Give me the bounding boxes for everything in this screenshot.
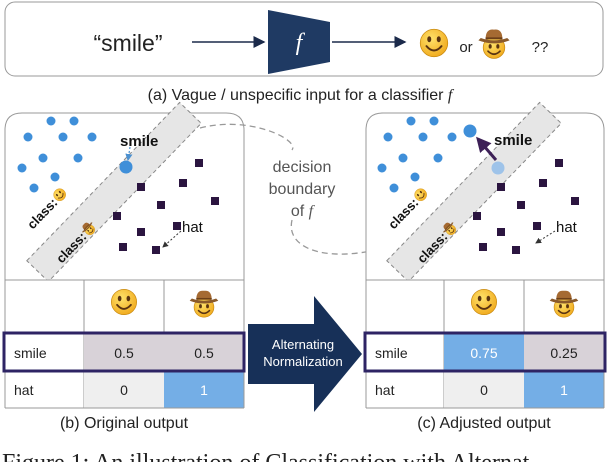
blue-points-b	[17, 116, 97, 193]
figure-caption: Figure 1: An illustration of Classificat…	[2, 450, 530, 462]
input-text: “smile”	[94, 30, 163, 56]
classifier-box	[268, 10, 330, 74]
highlight-row-b	[2, 331, 246, 373]
caption-c: (c) Adjusted output	[417, 415, 551, 432]
row-label: hat	[375, 382, 395, 398]
cell-value: 0.75	[470, 345, 497, 361]
cell-value: 1	[560, 382, 568, 398]
caption-b: (b) Original output	[60, 415, 189, 432]
cell-value: 0.5	[194, 345, 214, 361]
panel-c-frame	[365, 112, 605, 331]
smiling-face-icon	[110, 288, 138, 316]
decision-text-2: boundary	[269, 181, 336, 198]
smiling-face-icon	[419, 28, 449, 58]
cell-value: 1	[200, 382, 208, 398]
cell-value: 0	[120, 382, 128, 398]
arrow-label-1: Alternating	[272, 337, 334, 352]
row-label: smile	[375, 345, 408, 361]
or-text: or	[459, 39, 472, 56]
decision-text-3: of f	[291, 203, 316, 220]
dark-points-c	[473, 159, 579, 254]
smile-label-c: smile	[494, 132, 532, 149]
smile-point-c	[463, 124, 477, 138]
alternating-normalization-arrow	[248, 296, 362, 412]
row-label: hat	[14, 382, 34, 398]
panel-b-frame	[4, 112, 245, 331]
decision-band-b	[26, 101, 202, 283]
blue-points-c	[377, 116, 457, 193]
classifier-symbol: f	[296, 30, 306, 56]
hat-label-c: hat	[556, 219, 578, 236]
smile-label-b: smile	[120, 133, 158, 150]
cell-value: 0.5	[114, 345, 134, 361]
hat-label-b: hat	[182, 219, 204, 236]
table-b: smile 0.5 0.5 hat 0 1	[2, 279, 246, 409]
decision-text-1: decision	[273, 159, 332, 176]
row-label: smile	[14, 345, 47, 361]
smile-point-c-old	[491, 161, 505, 175]
cell-value: 0	[480, 382, 488, 398]
caption-a: (a) Vague / unspecific input for a class…	[148, 87, 455, 104]
table-c: smile 0.75 0.25 hat 0 1	[363, 279, 607, 409]
unknown-text: ??	[532, 39, 549, 56]
arrow-label-2: Normalization	[263, 354, 342, 369]
cell-value: 0.25	[550, 345, 577, 361]
smiling-face-icon	[470, 288, 498, 316]
smile-point-b	[119, 160, 133, 174]
dark-points-b	[113, 159, 219, 254]
highlight-row-c	[363, 331, 607, 373]
decision-band-c	[386, 101, 562, 283]
